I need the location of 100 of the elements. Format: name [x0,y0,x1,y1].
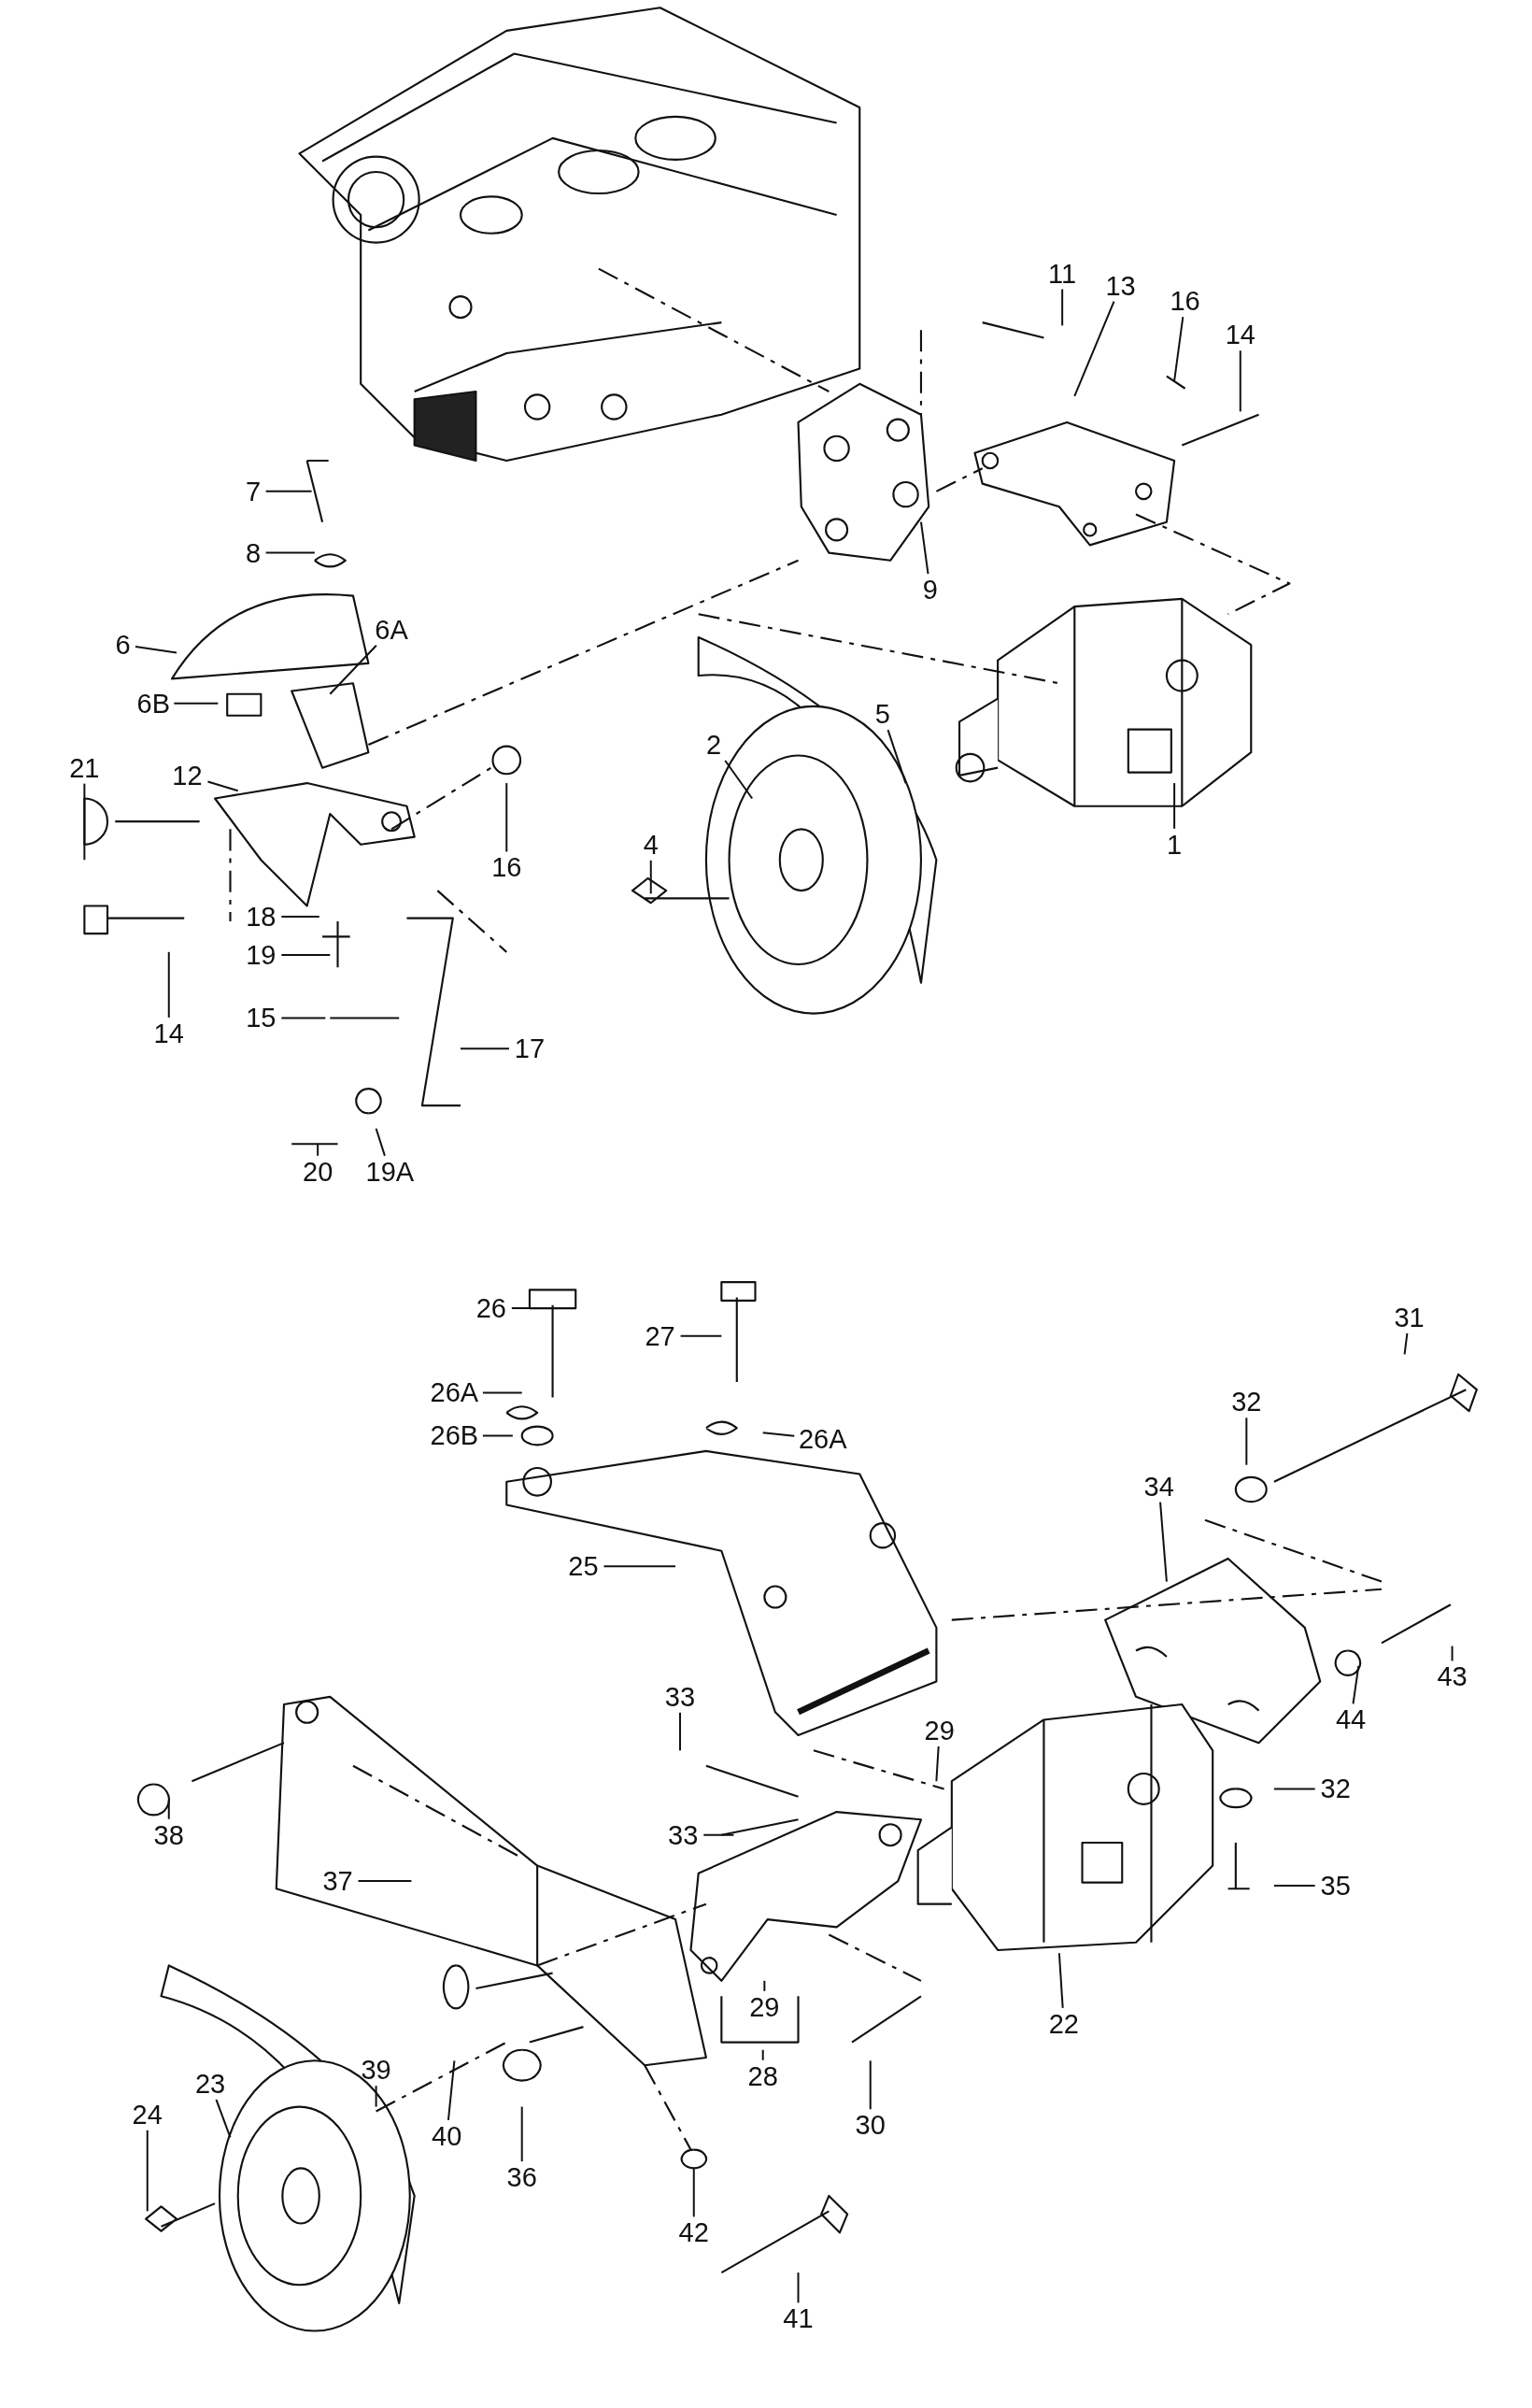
callout-number: 6B [136,690,171,718]
leader-line [264,551,316,554]
callout-number: 27 [645,1322,675,1350]
leader-line [1403,1332,1409,1356]
leader-line [280,916,320,919]
callout-number: 12 [172,762,203,790]
leader-line [1245,1417,1248,1466]
leader-line [329,644,377,695]
callout-number: 7 [246,477,262,506]
callout-number: 43 [1437,1662,1468,1690]
leader-line [761,1432,796,1437]
leader-line [1272,1788,1316,1790]
callout-number: 37 [322,1867,353,1895]
callout-number: 39 [361,2056,391,2084]
callout-number: 40 [432,2122,462,2150]
callout-number: 18 [246,903,277,931]
leader-line [505,782,508,853]
leader-line [692,2167,695,2218]
leader-line [935,1745,940,1783]
callout-number: 13 [1105,272,1136,300]
callout-number: 26A [799,1425,847,1453]
callout-number: 25 [568,1552,599,1580]
leader-line [887,729,907,785]
callout-number: 1 [1167,831,1183,859]
leader-line [1173,316,1184,382]
leader-line [649,859,652,895]
leader-line [679,1711,681,1752]
callout-number: 5 [874,700,890,728]
leader-line [83,782,86,862]
callout-number: 8 [246,539,262,567]
leader-line [167,1798,170,1820]
callout-number: 22 [1048,2010,1079,2038]
leader-line [375,2085,377,2108]
leader-line [1159,1501,1168,1583]
callout-number: 6A [375,616,408,644]
leader-line [1451,1645,1454,1662]
callout-number: 31 [1394,1304,1425,1332]
callout-number: 35 [1320,1872,1351,1900]
callout-number: 36 [506,2163,537,2191]
leader-line [481,1434,514,1437]
callout-number: 14 [1225,321,1255,349]
leader-line [206,780,239,792]
callout-number: 33 [664,1683,696,1711]
leader-line [919,520,929,575]
callout-number: 29 [749,1993,780,2021]
leader-line [280,1017,327,1019]
callout-number: 21 [69,754,100,782]
leader-line [679,1334,723,1337]
callout-number: 38 [153,1821,184,1849]
leader-line [173,702,220,705]
callout-number: 15 [246,1005,277,1032]
callout-number: 26 [475,1294,506,1322]
leader-line [215,2098,232,2139]
leader-line [520,2105,523,2163]
leader-line [797,2272,800,2304]
leader-line [1352,1664,1360,1705]
callout-number: 26B [430,1421,479,1449]
leader-line [1057,1952,1064,2009]
callout-number: 29 [924,1717,955,1745]
callout-number: 19 [246,941,277,969]
callout-number: 16 [1170,287,1200,315]
callout-number: 41 [783,2304,814,2332]
callout-number: 16 [491,853,522,881]
callout-number: 42 [678,2218,709,2246]
callout-number: 32 [1320,1774,1351,1802]
leader-line [357,1880,413,1883]
leader-line [510,1307,554,1310]
callout-number: 17 [514,1034,546,1062]
leader-line [264,490,313,492]
leader-line [603,1565,677,1568]
leader-line [724,760,754,800]
leader-line [702,1833,735,1836]
callout-number: 23 [195,2070,226,2098]
callout-number: 44 [1335,1705,1367,1733]
leader-line [375,1127,386,1157]
leader-line [869,2059,872,2111]
callout-number: 20 [303,1158,333,1186]
callout-number: 14 [153,1019,184,1047]
callout-number: 24 [132,2101,163,2129]
leader-line [460,1047,510,1050]
callout-number: 19A [365,1158,415,1186]
leader-line [280,954,332,957]
callout-number: 11 [1048,260,1077,287]
leader-line [447,2059,456,2121]
callout-number: 30 [855,2111,886,2139]
leader-line [1073,300,1115,397]
leader-line [317,1143,319,1157]
leader-line [134,646,177,654]
leader-line [1173,782,1176,830]
leader-line [167,950,170,1019]
leader-line [1239,349,1241,413]
callout-number: 28 [747,2062,778,2090]
leader-line [1272,1884,1316,1887]
leader-line [761,2048,764,2061]
leader-line [763,1979,766,1992]
callout-number: 4 [643,831,659,859]
callout-number: 9 [922,576,938,604]
leader-line [146,2129,149,2213]
callout-number: 34 [1143,1473,1174,1501]
callout-number: 32 [1231,1388,1262,1416]
